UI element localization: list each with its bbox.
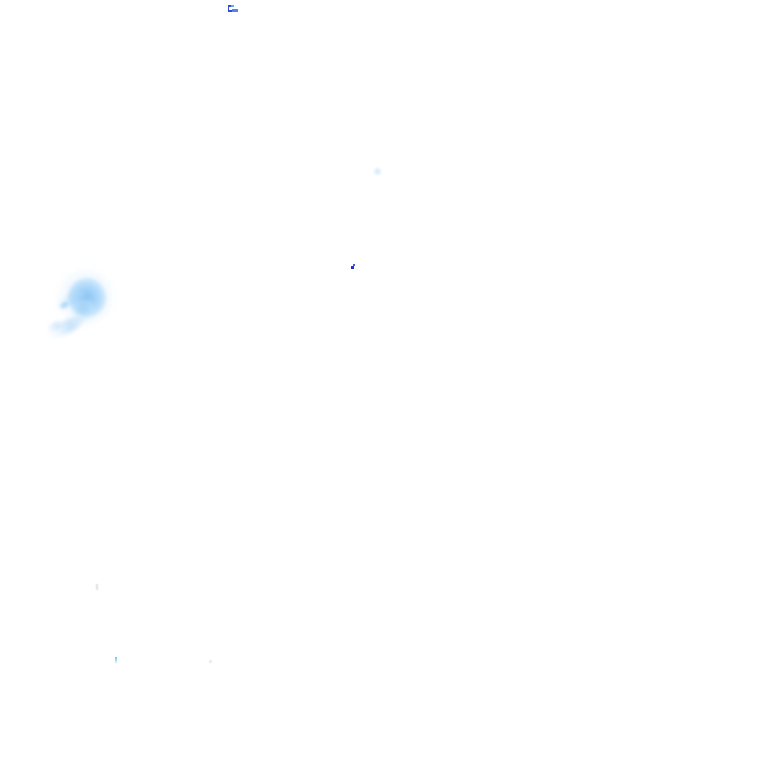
- blob-streak-fleck: [59, 300, 70, 310]
- blob-streak-tail: [45, 318, 65, 334]
- blue-blob-halo: [56, 268, 114, 326]
- gray-speck-lower: [209, 660, 212, 663]
- blue-blob-lobe: [72, 300, 96, 320]
- cursor-glyph-notch: [229, 7, 232, 10]
- blue-tick-segment-a: [351, 266, 354, 269]
- cursor-glyph-tip: [231, 5, 234, 7]
- gray-speck-upper: [96, 584, 98, 590]
- cursor-glyph-body: [228, 5, 232, 12]
- blue-tick-segment-b: [353, 264, 355, 266]
- cursor-glyph-tail: [232, 9, 238, 12]
- cyan-tick-mark: [115, 657, 117, 664]
- cursor-glyph-icon: [228, 5, 238, 13]
- blue-tick-mark: [351, 264, 357, 270]
- pale-blue-dot: [373, 167, 382, 176]
- blob-streak-upper: [51, 288, 87, 314]
- blue-blob: [68, 278, 106, 316]
- blob-streak-lower: [45, 312, 87, 342]
